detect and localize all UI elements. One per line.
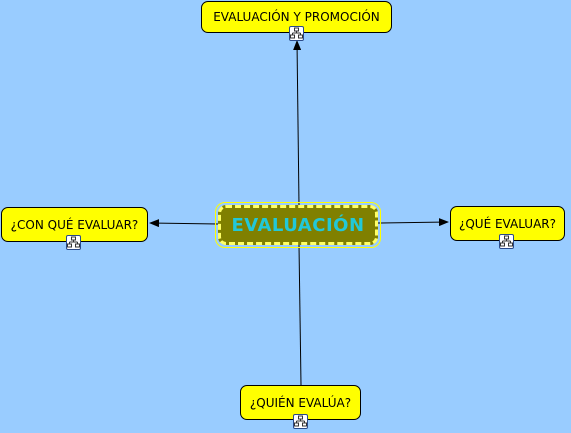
connector-to-bottom [298, 244, 302, 386]
connector-to-top [293, 40, 302, 206]
node-label: ¿QUIÉN EVALÚA? [249, 395, 352, 410]
central-concept-evaluacion[interactable]: EVALUACIÓN [215, 202, 381, 248]
node-evaluacion-y-promocion[interactable]: EVALUACIÓN Y PROMOCIÓN [201, 1, 392, 33]
concept-map-icon[interactable] [66, 235, 81, 250]
node-que-evaluar[interactable]: ¿QUÉ EVALUAR? [450, 206, 565, 241]
concept-map-icon[interactable] [289, 26, 304, 41]
node-label: ¿CON QUÉ EVALUAR? [10, 217, 139, 232]
node-label: ¿QUÉ EVALUAR? [458, 216, 556, 231]
node-label: EVALUACIÓN Y PROMOCIÓN [213, 10, 380, 24]
connector-to-right [377, 218, 449, 227]
connector-to-left [149, 219, 219, 228]
node-con-que-evaluar[interactable]: ¿CON QUÉ EVALUAR? [1, 207, 148, 242]
concept-map-icon[interactable] [293, 414, 308, 429]
concept-map-icon[interactable] [499, 234, 514, 249]
central-concept-label: EVALUACIÓN [231, 214, 365, 236]
